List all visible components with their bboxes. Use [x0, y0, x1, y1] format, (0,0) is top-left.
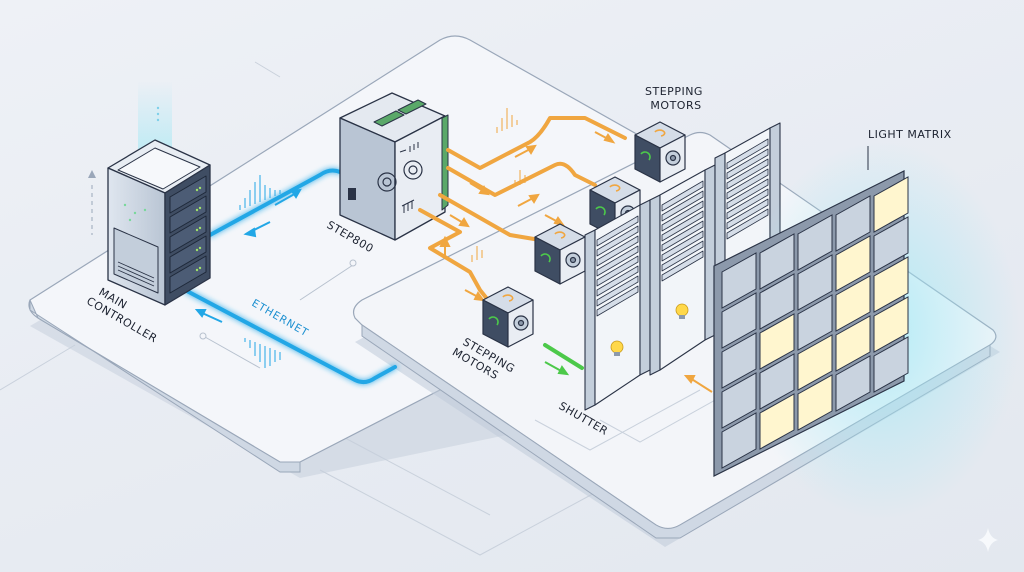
- matrix-cell: [721, 252, 757, 309]
- matrix-cell-lit: [835, 275, 871, 332]
- louver-slat: [596, 245, 639, 277]
- matrix-cell: [873, 336, 909, 393]
- louver-slat: [596, 275, 639, 307]
- matrix-cell-lit: [835, 235, 871, 292]
- matrix-cell-lit: [873, 256, 909, 313]
- lightbulb-icon: [675, 303, 689, 319]
- matrix-cell: [797, 214, 833, 271]
- matrix-cell: [759, 233, 795, 290]
- matrix-cell: [873, 216, 909, 273]
- louver-slat: [726, 208, 769, 240]
- refresh-icon: [640, 151, 651, 161]
- matrix-cell-lit: [873, 176, 909, 233]
- cable-arrows: [439, 131, 616, 302]
- motor-shaft: [543, 343, 584, 370]
- light-matrix-panel: [713, 170, 909, 477]
- cable-waveforms: [471, 108, 526, 262]
- stepping-motor-unit: [482, 286, 534, 348]
- louver-slat: [726, 178, 769, 210]
- terminal-blocks: [373, 99, 427, 127]
- rotate-icon: [654, 129, 666, 137]
- step800-driver: [339, 92, 449, 241]
- louver-slat: [661, 210, 704, 242]
- shutter-unit: [584, 199, 651, 411]
- ethernet-cable: [183, 168, 397, 385]
- matrix-cell: [835, 195, 871, 252]
- louver-slat: [726, 188, 769, 220]
- rotate-icon: [554, 231, 566, 239]
- louver-slat: [726, 138, 769, 170]
- matrix-cell-lit: [873, 296, 909, 353]
- matrix-cell-lit: [759, 393, 795, 450]
- sparkle-icon: [978, 528, 998, 552]
- matrix-cell-lit: [797, 374, 833, 431]
- matrix-cell: [835, 355, 871, 412]
- stepping-motors-top-label: STEPPING MOTORS: [645, 85, 707, 112]
- light-matrix-label: LIGHT MATRIX: [868, 128, 952, 141]
- louver-slat: [661, 190, 704, 222]
- motor-cables: [418, 116, 627, 307]
- main-controller-server: [107, 139, 211, 306]
- rotate-icon: [609, 184, 621, 192]
- server-drive-bays: [169, 175, 207, 294]
- connector-pin: [199, 259, 357, 369]
- matrix-cell-lit: [835, 315, 871, 372]
- light-arrow: [683, 375, 713, 393]
- shutter-unit: [649, 164, 716, 376]
- matrix-cell: [797, 254, 833, 311]
- matrix-cell-lit: [797, 334, 833, 391]
- matrix-cell: [721, 372, 757, 429]
- shutter-assembly: [584, 122, 781, 411]
- matrix-cell-lit: [759, 313, 795, 370]
- motor-glyph-icons: [377, 160, 423, 192]
- matrix-cell: [759, 273, 795, 330]
- stepping-motor-unit: [534, 223, 586, 285]
- refresh-icon: [595, 206, 606, 216]
- beam-dots: [156, 106, 160, 122]
- louver-slat: [596, 265, 639, 297]
- refresh-icon: [488, 316, 499, 326]
- matrix-cell: [797, 294, 833, 351]
- ethernet-waveform-bottom: [244, 338, 281, 368]
- matrix-cell: [759, 353, 795, 410]
- louver-slat: [726, 158, 769, 190]
- louver-slat: [661, 180, 704, 212]
- louver-slat: [596, 255, 639, 287]
- server-status-leds: [195, 186, 202, 272]
- louver-slat: [661, 240, 704, 272]
- shaft-arrow: [544, 361, 570, 376]
- louver-slat: [726, 148, 769, 180]
- louver-slat: [726, 198, 769, 230]
- louver-slat: [596, 215, 639, 247]
- louver-slat: [596, 285, 639, 317]
- matrix-cell: [721, 292, 757, 349]
- up-arrow-icon: [88, 170, 96, 178]
- stepping-motor-unit: [634, 121, 686, 183]
- matrix-cell: [721, 332, 757, 389]
- louver-slat: [661, 250, 704, 282]
- louver-slat: [661, 200, 704, 232]
- louver-slat: [726, 168, 769, 200]
- rotate-icon: [502, 294, 514, 302]
- louver-slat: [661, 220, 704, 252]
- louver-slat: [596, 235, 639, 267]
- louver-slat: [596, 225, 639, 257]
- lightbulb-icon: [610, 340, 624, 356]
- matrix-cell: [721, 412, 757, 469]
- ethernet-arrows: [194, 188, 302, 323]
- ethernet-waveform-top: [239, 175, 281, 210]
- louver-slat: [661, 230, 704, 262]
- refresh-icon: [540, 253, 551, 263]
